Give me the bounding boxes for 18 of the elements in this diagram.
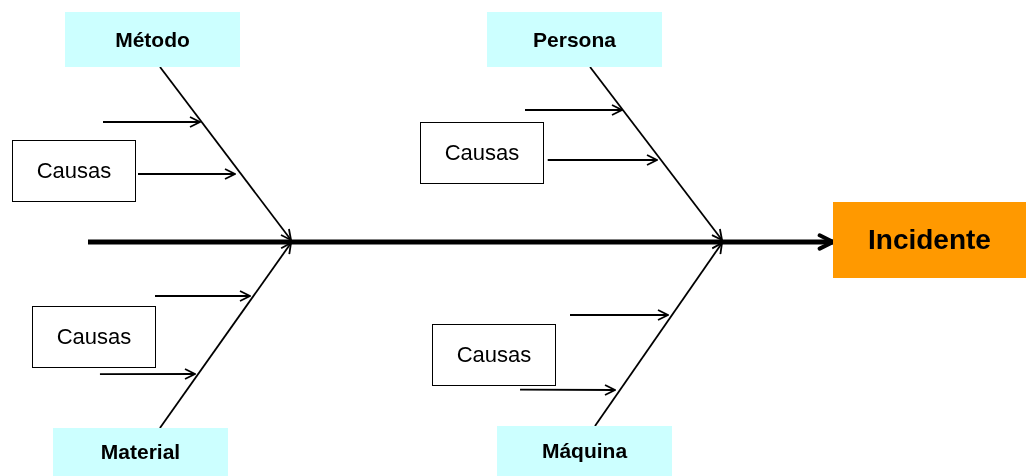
bone-arrow — [159, 66, 292, 241]
category-label: Método — [65, 12, 240, 67]
cause-box: Causas — [12, 140, 136, 202]
cause-box: Causas — [432, 324, 556, 386]
cause-box: Causas — [32, 306, 156, 368]
spine-arrow — [88, 233, 835, 251]
cause-arrow — [546, 154, 658, 166]
cause-box: Causas — [420, 122, 544, 184]
category-label: Material — [53, 428, 228, 476]
bone-arrow — [594, 242, 723, 427]
category-label: Máquina — [497, 426, 672, 476]
category-label: Persona — [487, 12, 662, 67]
bone-arrow — [589, 66, 723, 241]
cause-arrow — [99, 368, 196, 380]
cause-arrow — [519, 384, 616, 396]
bone-arrow — [159, 242, 292, 429]
cause-arrow — [137, 168, 236, 180]
effect-box: Incidente — [833, 202, 1026, 278]
